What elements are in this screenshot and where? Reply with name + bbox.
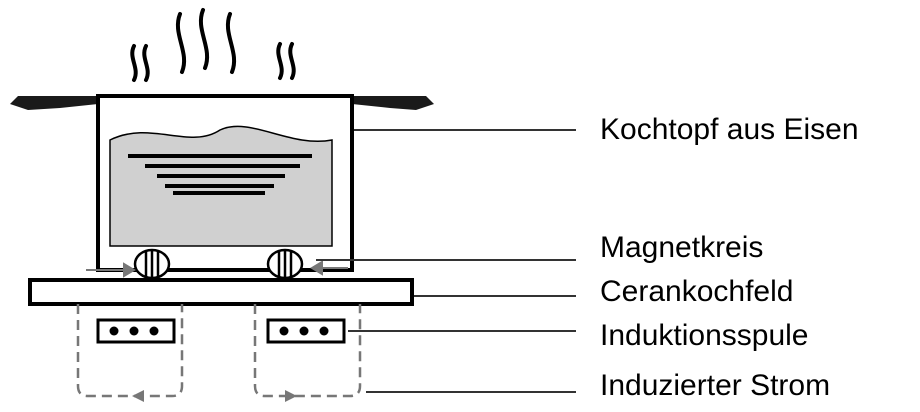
induction-coil-left: [96, 318, 176, 344]
induced-current-loops: [76, 304, 362, 398]
label-induction-coil: Induktionsspule: [600, 319, 809, 352]
heat-lines: [128, 154, 312, 195]
magnetic-ring-right: [266, 248, 304, 280]
induction-coil-right: [266, 318, 346, 344]
steam-icon: [130, 8, 296, 82]
current-arrows: [132, 390, 297, 402]
pot-rim-right: [352, 96, 434, 110]
label-iron-pot: Kochtopf aus Eisen: [600, 113, 859, 146]
leader-lines: [316, 129, 576, 393]
ceramic-hob: [28, 278, 414, 306]
pot-rim: [10, 96, 98, 110]
magnetic-ring-left: [133, 248, 171, 280]
label-ceramic-hob: Cerankochfeld: [600, 275, 794, 308]
label-induced-current: Induzierter Strom: [600, 369, 831, 402]
label-magnetic-circuit: Magnetkreis: [600, 231, 764, 264]
field-arrows: [86, 260, 348, 278]
